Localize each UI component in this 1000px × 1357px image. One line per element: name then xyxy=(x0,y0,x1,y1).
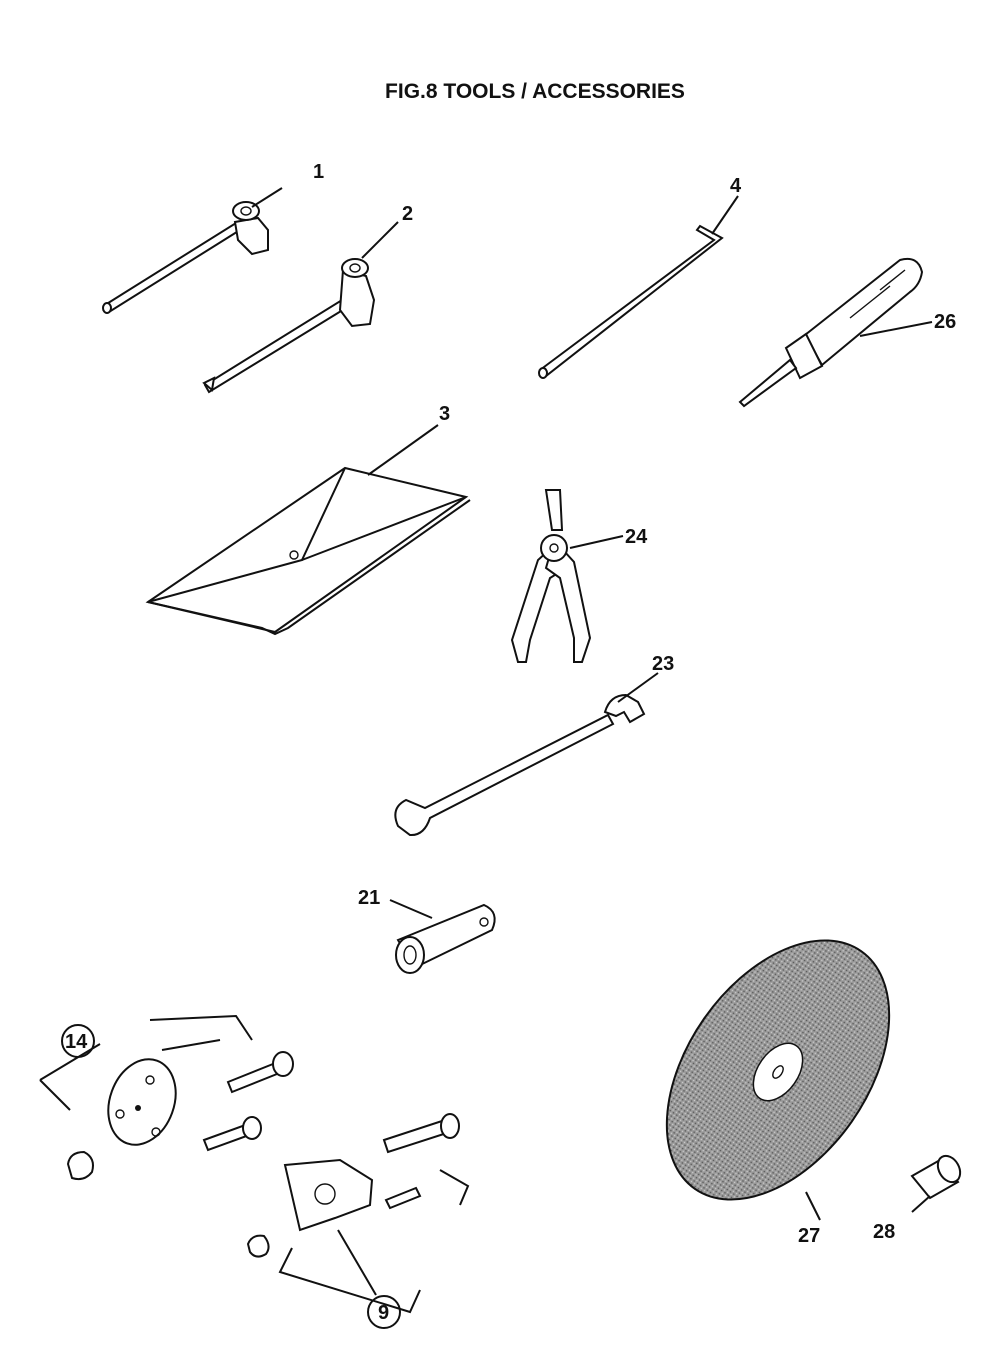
part-1-plug-wrench xyxy=(102,187,283,314)
part-28-bushing xyxy=(910,1154,962,1213)
callout-14-circle xyxy=(61,1024,95,1058)
callout-9-circle xyxy=(367,1295,401,1329)
callout-3: 3 xyxy=(439,403,450,425)
part-23-hook-spanner xyxy=(394,672,659,837)
callout-21: 21 xyxy=(358,887,380,909)
callout-24: 24 xyxy=(625,526,648,548)
part-3-tool-bag xyxy=(145,424,471,636)
part-26-screwdriver xyxy=(738,257,933,408)
part-21-box-spanner xyxy=(389,899,496,974)
callout-2: 2 xyxy=(402,203,413,225)
callout-23: 23 xyxy=(652,653,674,675)
callout-9: 9 xyxy=(378,1302,389,1324)
callout-28: 28 xyxy=(873,1221,895,1243)
callout-4: 4 xyxy=(730,175,742,197)
figure-title: FIG.8 TOOLS / ACCESSORIES xyxy=(385,80,685,103)
part-27-grinding-disc xyxy=(665,939,891,1221)
callout-27: 27 xyxy=(798,1225,820,1247)
part-14-puller-assembly xyxy=(39,1014,294,1181)
callout-1: 1 xyxy=(313,161,324,183)
part-9-puller-assembly xyxy=(246,1113,470,1314)
callout-26: 26 xyxy=(934,311,956,333)
part-4-hex-key xyxy=(538,195,739,379)
callout-14: 14 xyxy=(65,1031,88,1053)
part-2-plug-wrench xyxy=(202,221,399,394)
part-24-circlip-pliers xyxy=(510,489,624,663)
